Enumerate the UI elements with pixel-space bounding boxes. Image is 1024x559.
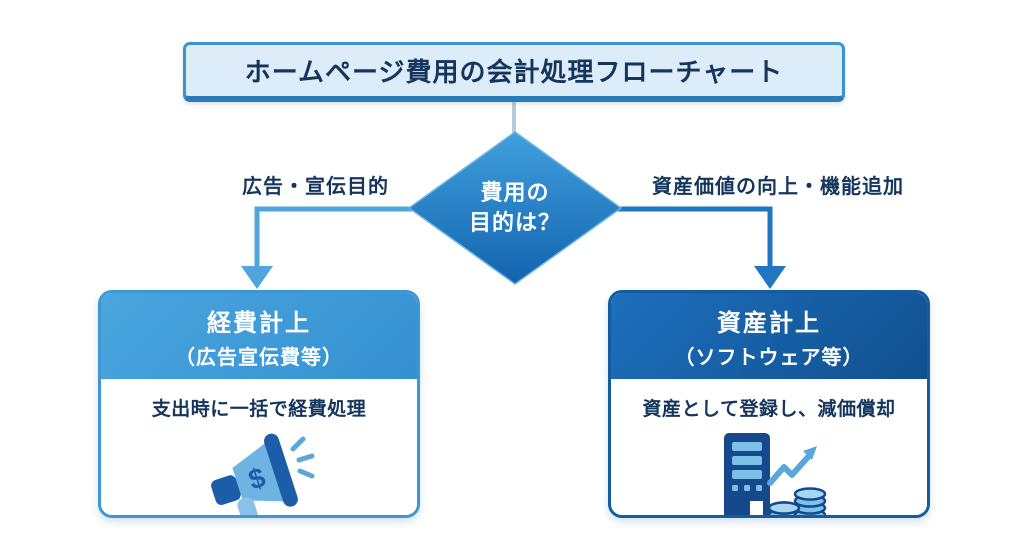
right-arrowhead-icon [754, 266, 786, 289]
expense-outcome-header: 経費計上 （広告宣伝費等） [101, 293, 417, 379]
asset-outcome-box: 資産計上 （ソフトウェア等） 資産として登録し、減価償却 [608, 290, 930, 518]
decision-node: 費用の 目的は？ [405, 128, 625, 288]
diamond-shape-icon [407, 131, 623, 285]
decision-question: 費用の 目的は？ [405, 128, 625, 288]
expense-outcome-body: 支出時に一括で経費処理 $ [101, 379, 417, 515]
asset-subheading: （ソフトウェア等） [674, 346, 864, 369]
asset-outcome-body: 資産として登録し、減価償却 [611, 379, 927, 515]
decision-question-line2: 目的は？ [468, 210, 561, 235]
asset-outcome-header: 資産計上 （ソフトウェア等） [611, 293, 927, 379]
left-arrowhead-icon [241, 266, 273, 289]
asset-heading: 資産計上 [717, 309, 821, 337]
left-branch-label: 広告・宣伝目的 [242, 176, 389, 198]
right-branch-label: 資産価値の向上・機能追加 [652, 176, 904, 198]
flowchart-title: ホームページ費用の会計処理フローチャート [244, 57, 784, 87]
flowchart-title-box: ホームページ費用の会計処理フローチャート [183, 42, 845, 102]
sound-lines-icon [290, 436, 315, 479]
expense-outcome-box: 経費計上 （広告宣伝費等） 支出時に一括で経費処理 $ [98, 290, 420, 518]
megaphone-dollar-icon: $ [211, 433, 315, 515]
expense-heading: 経費計上 [207, 309, 311, 337]
right-branch-line [616, 206, 773, 268]
expense-description: 支出時に一括で経費処理 [151, 399, 367, 420]
decision-question-line1: 費用の [480, 180, 550, 206]
expense-subheading: （広告宣伝費等） [175, 346, 343, 369]
server-growth-coins-icon [724, 433, 827, 515]
asset-description: 資産として登録し、減価償却 [642, 399, 896, 420]
left-branch-line [254, 206, 414, 268]
